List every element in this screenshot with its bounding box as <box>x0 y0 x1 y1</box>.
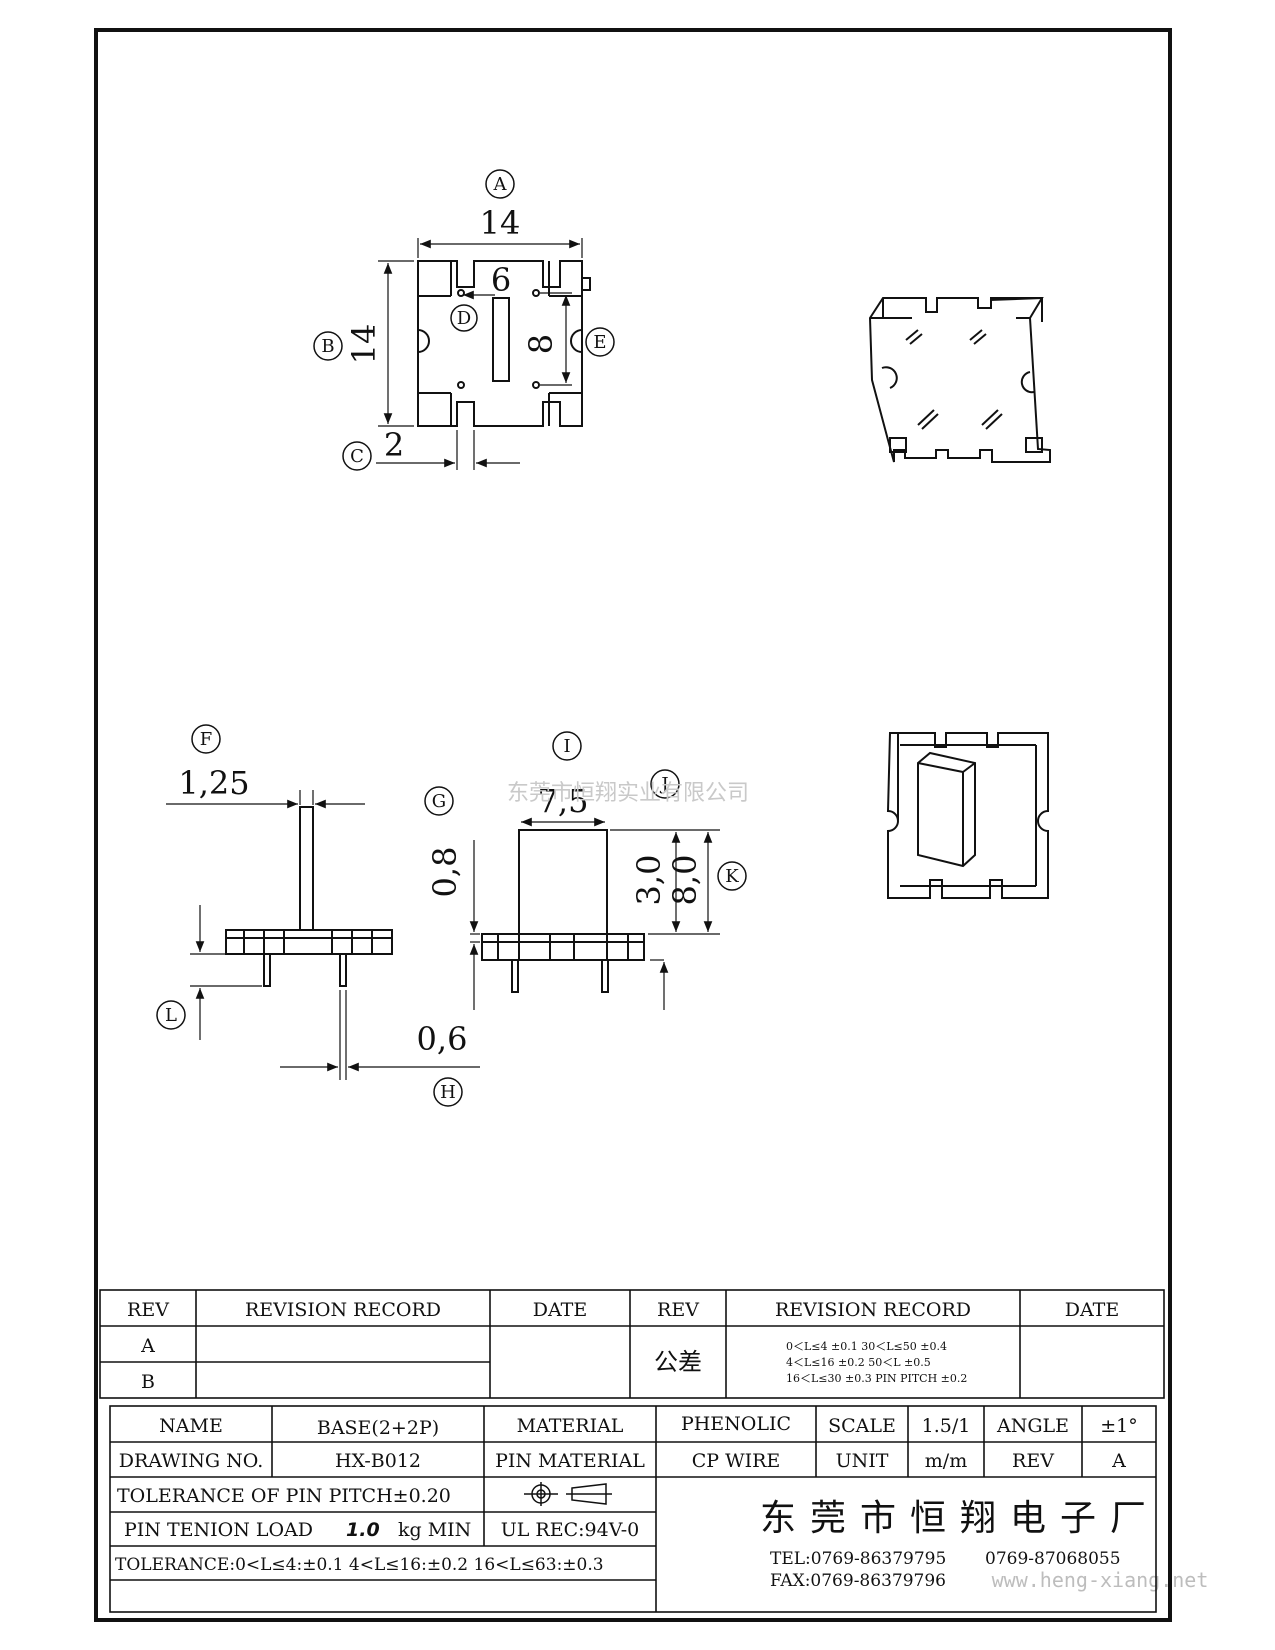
top-view-callouts <box>313 169 615 471</box>
isometric-view-bottom <box>868 296 1051 463</box>
rev-label: REV <box>1012 1450 1054 1472</box>
dim-pin-dia: 0,6 <box>417 1020 468 1058</box>
dim-flange: 0,8 <box>426 847 464 898</box>
rev-row-a: A <box>140 1335 155 1357</box>
dim-body-height-b: 8,0 <box>666 855 704 906</box>
dim-top-height: 14 <box>345 324 383 365</box>
dim-body-width: 7,5 <box>538 782 589 820</box>
pin-pitch-tolerance: TOLERANCE OF PIN PITCH±0.20 <box>117 1485 451 1507</box>
callout-j: J <box>659 774 668 795</box>
rev-header-date: DATE <box>533 1299 587 1321</box>
callout-g: G <box>432 791 446 812</box>
rev-value: A <box>1111 1450 1126 1472</box>
tolerance-line-1: 0＜L≤4 ±0.1 30＜L≤50 ±0.4 <box>786 1340 947 1353</box>
callout-f: F <box>200 729 213 750</box>
projection-symbol-icon <box>524 1482 612 1506</box>
general-tolerance: TOLERANCE:0<L≤4:±0.1 4<L≤16:±0.2 16<L≤63… <box>115 1555 604 1575</box>
material-label: MATERIAL <box>517 1415 624 1437</box>
ul-rec: UL REC:94V-0 <box>501 1519 639 1541</box>
company-fax: FAX:0769-86379796 <box>770 1571 946 1591</box>
callout-i: I <box>563 736 570 757</box>
isometric-view-top <box>886 732 1049 899</box>
rev-header-rev-2: REV <box>657 1299 699 1321</box>
rev-header-record: REVISION RECORD <box>245 1299 441 1321</box>
drawing-no-label: DRAWING NO. <box>119 1450 264 1472</box>
scale-label: SCALE <box>828 1415 896 1437</box>
dim-body-height-a: 3,0 <box>630 855 668 906</box>
callout-b: B <box>321 336 334 357</box>
company-name: 东莞市恒翔电子厂 <box>760 1498 1160 1539</box>
pin-material-label: PIN MATERIAL <box>495 1450 645 1472</box>
top-view-drawing <box>376 238 591 470</box>
tolerance-label: 公差 <box>654 1348 702 1376</box>
dim-slot-width: 6 <box>491 261 511 299</box>
callout-l: L <box>165 1005 177 1026</box>
side-view-left-callouts <box>156 724 463 1107</box>
company-tel: TEL:0769-86379795 <box>770 1549 946 1569</box>
dim-pin-offset: 1,25 <box>178 764 249 802</box>
callout-d: D <box>457 308 471 329</box>
sheet-border <box>94 28 1172 1622</box>
revision-table <box>99 1289 1165 1399</box>
tolerance-line-3: 16＜L≤30 ±0.3 PIN PITCH ±0.2 <box>786 1372 967 1385</box>
callout-c: C <box>350 446 364 467</box>
angle-value: ±1° <box>1100 1415 1138 1437</box>
dim-pin-span: 8 <box>522 334 560 354</box>
rev-header-record-2: REVISION RECORD <box>775 1299 971 1321</box>
pin-material-value: CP WIRE <box>692 1450 781 1472</box>
rev-row-b: B <box>141 1371 155 1393</box>
rev-header-date-2: DATE <box>1065 1299 1119 1321</box>
unit-value: m/m <box>925 1450 967 1472</box>
front-view-callouts <box>424 731 747 891</box>
pin-tension-prefix: PIN TENION LOAD <box>124 1519 313 1541</box>
callout-e: E <box>593 332 606 353</box>
scale-value: 1.5/1 <box>922 1415 971 1437</box>
name-value: BASE(2+2P) <box>317 1417 439 1439</box>
drawing-no-value: HX-B012 <box>335 1450 421 1472</box>
material-value: PHENOLIC <box>681 1413 791 1435</box>
watermark-website: www.heng-xiang.net <box>992 1568 1209 1592</box>
dim-top-width: 14 <box>480 204 521 242</box>
callout-h: H <box>440 1082 456 1103</box>
callout-k: K <box>725 866 739 887</box>
watermark-company: 东莞市恒翔实业有限公司 <box>507 781 749 806</box>
name-label: NAME <box>159 1415 223 1437</box>
callout-a: A <box>493 174 508 195</box>
rev-header-rev: REV <box>127 1299 169 1321</box>
pin-tension-suffix: kg MIN <box>398 1519 471 1541</box>
unit-label: UNIT <box>836 1450 889 1472</box>
side-view-left <box>166 790 480 1080</box>
company-tel-2: 0769-87068055 <box>985 1549 1121 1569</box>
dim-notch: 2 <box>384 426 404 464</box>
tolerance-line-2: 4＜L≤16 ±0.2 50＜L ±0.5 <box>786 1356 931 1369</box>
title-block <box>109 1405 1157 1613</box>
angle-label: ANGLE <box>996 1415 1069 1437</box>
pin-tension-value: 1.0 <box>346 1519 380 1541</box>
front-view <box>469 817 720 1010</box>
